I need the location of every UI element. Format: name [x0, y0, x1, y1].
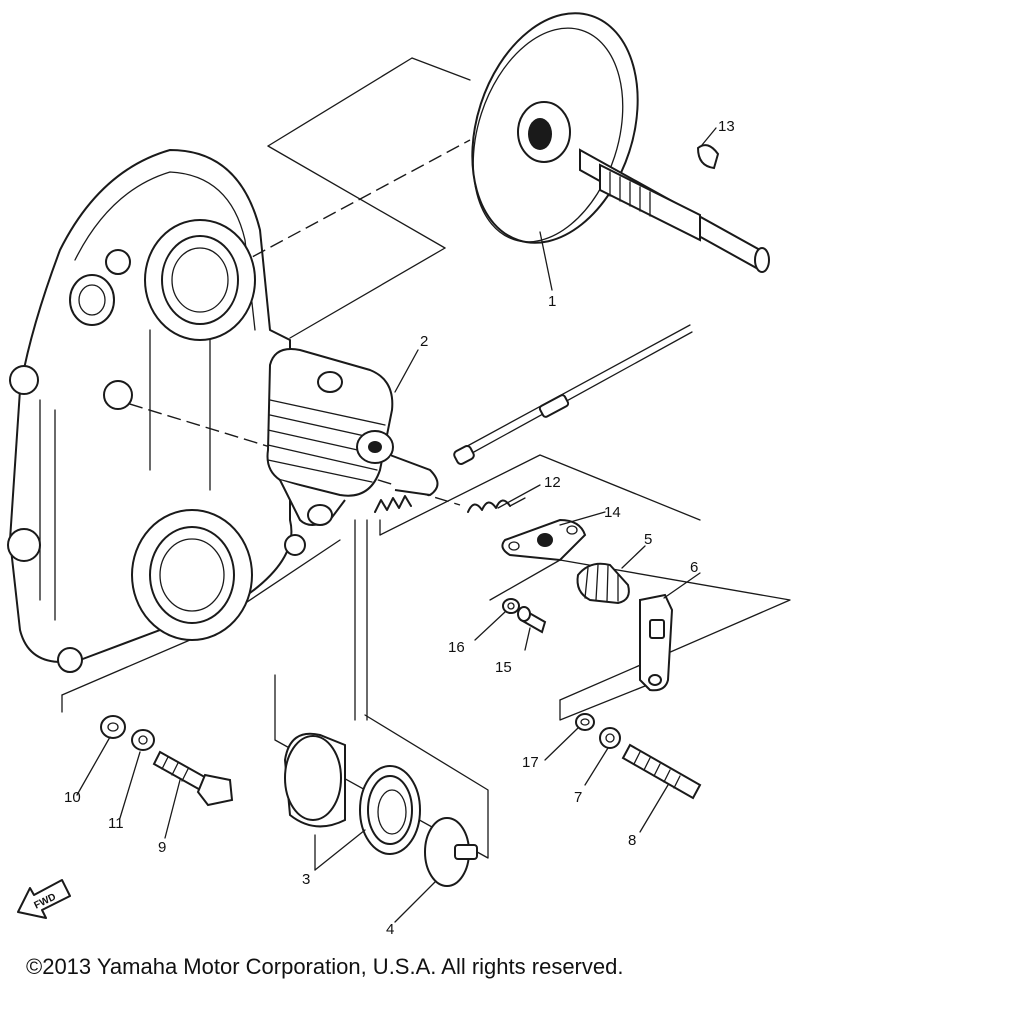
part-boot-5	[576, 562, 630, 605]
callout-8: 8	[628, 832, 636, 849]
part-bolt-15	[517, 606, 547, 634]
part-piston-3b	[359, 765, 421, 855]
part-stud-8	[621, 743, 702, 800]
fwd-arrow-icon: FWD	[17, 879, 71, 919]
copyright-notice: ©2013 Yamaha Motor Corporation, U.S.A. A…	[26, 954, 624, 979]
callout-9: 9	[158, 839, 166, 856]
part-lever-6	[639, 593, 674, 692]
callout-14: 14	[604, 504, 621, 521]
part-nut-7	[599, 727, 621, 749]
callout-3: 3	[302, 871, 310, 888]
part-washer-16	[502, 598, 520, 614]
part-piston-3a	[283, 732, 346, 828]
callout-12: 12	[544, 474, 561, 491]
callout-4: 4	[386, 921, 394, 938]
callout-6: 6	[690, 559, 698, 576]
part-key	[696, 144, 720, 170]
part-return-spring	[374, 495, 412, 513]
part-shaft	[579, 148, 770, 273]
callout-17: 17	[522, 754, 539, 771]
part-washer-17	[575, 713, 595, 731]
callout-labels: 1 2 3 4 5 6 7 8 9 10 11 12 13 14 15 16 1…	[64, 118, 735, 938]
callout-10: 10	[64, 789, 81, 806]
part-bracket-14	[501, 518, 587, 562]
callout-7: 7	[574, 789, 582, 806]
callout-11: 11	[108, 815, 124, 832]
callout-15: 15	[495, 659, 512, 676]
part-cable	[453, 394, 570, 465]
part-brake-disc	[471, 12, 639, 244]
callout-16: 16	[448, 639, 465, 656]
leader-lines	[76, 127, 717, 923]
part-pad-4	[424, 817, 478, 887]
part-washer-10	[100, 715, 126, 739]
callout-13: 13	[718, 118, 735, 135]
part-caliper	[266, 348, 439, 526]
crankcase-cover	[7, 149, 306, 673]
part-spring-12	[467, 497, 526, 513]
assembly-guide-lines	[61, 57, 791, 859]
callout-5: 5	[644, 531, 652, 548]
callout-2: 2	[420, 333, 428, 350]
callout-1: 1	[548, 293, 556, 310]
part-washer-11	[131, 729, 155, 751]
part-bolt-9	[152, 750, 234, 807]
